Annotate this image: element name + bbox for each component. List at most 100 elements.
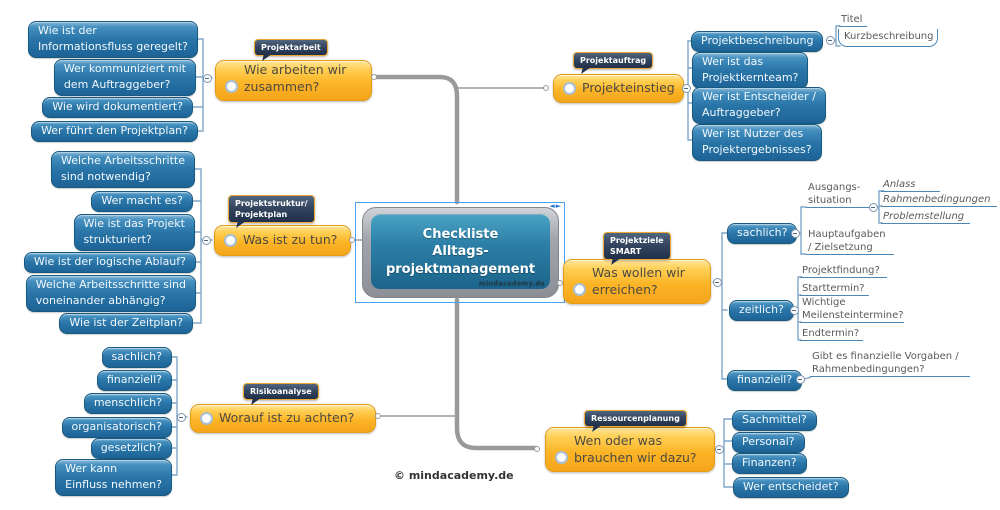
line-topic-ausgangssituation[interactable]: Ausgangs- situation: [806, 181, 872, 208]
callout-risikoanalyse[interactable]: Risikoanalyse: [243, 383, 319, 401]
collapse-icon[interactable]: [681, 83, 691, 93]
topic-label: Worauf ist zu achten?: [219, 410, 355, 426]
subtopic-label: gesetzlich?: [100, 441, 162, 454]
line-topic-meilensteintermine[interactable]: Wichtige Meilensteintermine?: [800, 296, 904, 323]
subtopic-label: Wer macht es?: [101, 194, 183, 207]
collapse-icon[interactable]: [790, 228, 800, 238]
line-topic-titel[interactable]: Titel: [839, 13, 867, 27]
line-topic-kurzbeschreibung[interactable]: Kurzbeschreibung: [838, 29, 938, 47]
task-circle-icon: [563, 81, 576, 95]
subtopic[interactable]: Wie ist der Informationsfluss geregelt?: [27, 21, 198, 58]
central-topic[interactable]: Checkliste Alltags- projektmanagement mi…: [362, 207, 559, 298]
line-topic-anlass[interactable]: Anlass: [881, 178, 940, 192]
collapse-icon[interactable]: [202, 73, 212, 83]
subtopic[interactable]: Sachmittel?: [732, 410, 817, 431]
subtopic-label: Projektbeschreibung: [701, 34, 814, 47]
subtopic[interactable]: Wer kommuniziert mit dem Auftraggeber?: [53, 59, 196, 96]
task-circle-icon: [573, 283, 586, 296]
line-topic-label: Ausgangs- situation: [808, 182, 861, 206]
line-topic-label: Problemstellung: [883, 211, 965, 222]
subtopic-label: finanziell?: [106, 373, 162, 386]
subtopic[interactable]: Wie wird dokumentiert?: [42, 97, 193, 118]
subtopic-label: Personal?: [742, 435, 795, 448]
collapse-icon[interactable]: [201, 235, 211, 245]
topic-projektarbeit[interactable]: Wie arbeiten wir zusammen?: [215, 60, 372, 101]
subtopic-sachlich[interactable]: sachlich?: [727, 223, 798, 244]
subtopic[interactable]: Finanzen?: [732, 453, 807, 474]
subtopic[interactable]: finanziell?: [96, 370, 172, 391]
central-topic-selection: ◄►: [355, 202, 565, 303]
subtopic-label: Welche Arbeitsschritte sind notwendig?: [61, 154, 185, 183]
topic-label: Wen oder was brauchen wir dazu?: [574, 432, 697, 466]
subtopic[interactable]: Personal?: [732, 432, 805, 453]
subtopic[interactable]: Wie ist das Projekt strukturiert?: [73, 214, 195, 251]
connection-point: [349, 237, 355, 243]
central-topic-inner: Checkliste Alltags- projektmanagement mi…: [371, 214, 550, 289]
subtopic-label: finanziell?: [737, 373, 793, 386]
subtopic-finanziell[interactable]: finanziell?: [727, 370, 803, 391]
subtopic[interactable]: Welche Arbeitsschritte sind notwendig?: [51, 151, 195, 188]
subtopic[interactable]: Wer entscheidet?: [733, 477, 849, 498]
subtopic[interactable]: sachlich?: [101, 347, 172, 368]
connection-point: [375, 413, 381, 419]
line-topic-endtermin[interactable]: Endtermin?: [800, 327, 863, 341]
topic-projektauftrag[interactable]: Projekteinstieg: [553, 74, 684, 103]
subtopic[interactable]: Wer kann Einfluss nehmen?: [55, 459, 172, 496]
connection-point: [371, 74, 377, 80]
topic-label: Was ist zu tun?: [243, 232, 338, 248]
callout-label: Ressourcenplanung: [591, 414, 680, 423]
connection-point: [534, 446, 540, 452]
subtopic[interactable]: Wer ist das Projektkernteam?: [692, 52, 809, 89]
subtopic-label: zeitlich?: [739, 303, 784, 316]
line-topic-projektfindung[interactable]: Projektfindung?: [800, 264, 887, 278]
subtopic[interactable]: organisatorisch?: [61, 417, 172, 438]
line-topic-label: Wichtige Meilensteintermine?: [802, 297, 904, 321]
line-topic-rahmenbedingungen[interactable]: Rahmenbedingungen: [881, 193, 997, 207]
line-topic-problemstellung[interactable]: Problemstellung: [881, 210, 970, 224]
subtopic[interactable]: Wie ist der Zeitplan?: [59, 313, 193, 334]
subtopic[interactable]: gesetzlich?: [90, 438, 172, 459]
callout-projektarbeit[interactable]: Projektarbeit: [254, 39, 328, 57]
topic-projektziele[interactable]: Was wollen wir erreichen?: [563, 259, 711, 304]
collapse-icon[interactable]: [176, 412, 186, 422]
topic-projektstruktur[interactable]: Was ist zu tun?: [214, 225, 351, 256]
subtopic-label: Wer führt den Projektplan?: [41, 124, 188, 137]
copyright-text: © mindacademy.de: [394, 469, 514, 482]
callout-ressourcenplanung[interactable]: Ressourcenplanung: [584, 410, 687, 428]
subtopic[interactable]: menschlich?: [83, 393, 172, 414]
line-topic-hauptaufgaben[interactable]: Hauptaufgaben / Zielsetzung: [806, 228, 894, 255]
central-topic-title: Checkliste Alltags- projektmanagement: [385, 226, 536, 277]
line-topic-label: Starttermin?: [802, 283, 865, 294]
subtopic[interactable]: Projektbeschreibung: [691, 31, 824, 52]
subtopic[interactable]: Wer macht es?: [91, 191, 193, 212]
callout-label: Projektstruktur/ Projektplan: [235, 199, 308, 220]
collapse-icon[interactable]: [789, 305, 799, 315]
collapse-icon[interactable]: [714, 444, 724, 454]
subtopic[interactable]: Welche Arbeitsschritte sind voneinander …: [25, 275, 196, 312]
subtopic-zeitlich[interactable]: zeitlich?: [729, 300, 794, 321]
subtopic[interactable]: Wie ist der logische Ablauf?: [23, 252, 196, 273]
topic-ressourcenplanung[interactable]: Wen oder was brauchen wir dazu?: [545, 427, 715, 472]
collapse-icon[interactable]: [712, 277, 722, 287]
subtopic-label: Sachmittel?: [742, 413, 807, 426]
trunk-links: [373, 74, 539, 451]
line-topic-starttermin[interactable]: Starttermin?: [800, 282, 869, 296]
collapse-icon[interactable]: [825, 35, 835, 45]
callout-projektauftrag[interactable]: Projektauftrag: [573, 52, 654, 70]
subtopic[interactable]: Wer führt den Projektplan?: [31, 121, 198, 142]
subtopic[interactable]: Wer ist Nutzer des Projektergebnisses?: [692, 124, 822, 161]
subtopic-label: Finanzen?: [742, 456, 797, 469]
subtopic[interactable]: Wer ist Entscheider / Auftraggeber?: [692, 87, 826, 124]
callout-projektziele[interactable]: Projektziele SMART: [603, 232, 671, 261]
topic-risikoanalyse[interactable]: Worauf ist zu achten?: [190, 404, 376, 433]
line-topic-finanzielle-vorgaben[interactable]: Gibt es finanzielle Vorgaben / Rahmenbed…: [810, 350, 970, 377]
callout-label: Projektziele SMART: [610, 236, 664, 257]
collapse-icon[interactable]: [868, 202, 878, 212]
callout-projektstruktur[interactable]: Projektstruktur/ Projektplan: [228, 195, 315, 224]
line-topic-label: Hauptaufgaben / Zielsetzung: [808, 229, 886, 253]
subtopic-label: Welche Arbeitsschritte sind voneinander …: [35, 278, 186, 307]
subtopic-label: Wer entscheidet?: [743, 480, 839, 493]
collapse-icon[interactable]: [795, 374, 805, 384]
line-topic-label: Anlass: [883, 179, 916, 190]
